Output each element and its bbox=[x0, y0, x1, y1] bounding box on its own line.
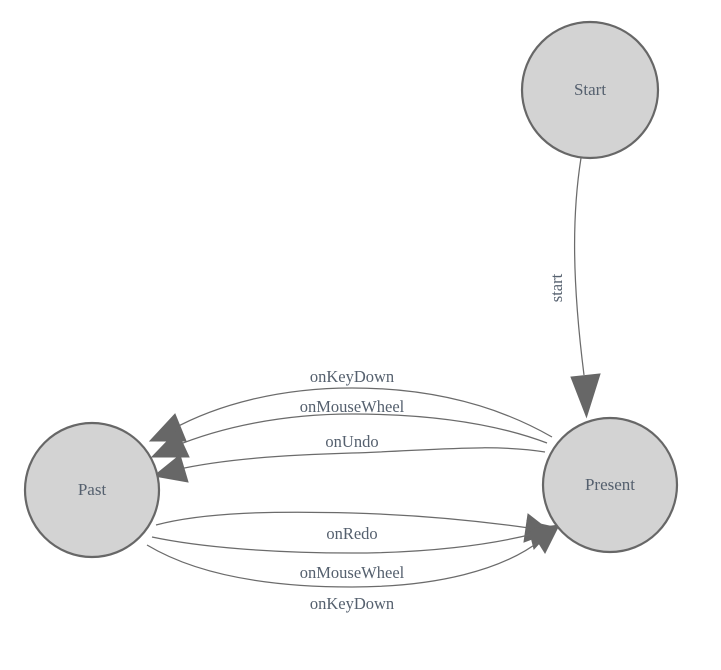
node-present[interactable]: Present bbox=[541, 416, 679, 554]
edge-present-to-past-onundo-arrowhead bbox=[152, 454, 189, 483]
node-start-circle bbox=[520, 20, 660, 160]
edge-label-past-to-present-onkeydown: onKeyDown bbox=[310, 594, 394, 613]
edge-label-past-to-present-onmousewheel: onMouseWheel bbox=[300, 563, 405, 582]
edge-label-present-to-past-onundo: onUndo bbox=[325, 432, 378, 451]
edge-label-present-to-past-onmousewheel: onMouseWheel bbox=[300, 397, 405, 416]
node-past-label: Past bbox=[78, 480, 107, 499]
edge-label-present-to-past-onkeydown: onKeyDown bbox=[310, 367, 394, 386]
edge-present-to-past-onmousewheel-path bbox=[172, 413, 548, 448]
edge-start-to-present-arrowhead bbox=[570, 373, 601, 419]
edge-present-to-past-onmousewheel[interactable] bbox=[150, 413, 548, 458]
edge-past-to-present-onkeydown-path bbox=[146, 539, 542, 588]
edge-present-to-past-onundo[interactable] bbox=[152, 447, 546, 483]
edge-label-past-to-present-onredo: onRedo bbox=[326, 524, 377, 543]
edge-start-to-present[interactable] bbox=[570, 157, 601, 419]
node-past-circle bbox=[23, 421, 161, 559]
edge-present-to-past-onmousewheel-arrowhead bbox=[150, 430, 190, 458]
edge-past-to-present-onkeydown-arrowhead bbox=[529, 524, 560, 555]
node-present-circle bbox=[541, 416, 679, 554]
node-start[interactable]: Start bbox=[520, 20, 660, 160]
node-start-label: Start bbox=[574, 80, 606, 99]
node-past[interactable]: Past bbox=[23, 421, 161, 559]
edge-present-to-past-onkeydown-path bbox=[170, 387, 553, 438]
edge-start-to-present-path bbox=[573, 157, 585, 376]
edge-past-to-present-onmousewheel-path bbox=[151, 533, 534, 554]
edge-present-to-past-onundo-path bbox=[174, 447, 546, 471]
node-present-label: Present bbox=[585, 475, 635, 494]
edge-label-start: start bbox=[547, 273, 566, 302]
edge-present-to-past-onkeydown-arrowhead bbox=[148, 413, 187, 442]
edge-past-to-present-onkeydown[interactable] bbox=[146, 524, 560, 588]
edge-past-to-present-onredo-path bbox=[155, 511, 530, 529]
